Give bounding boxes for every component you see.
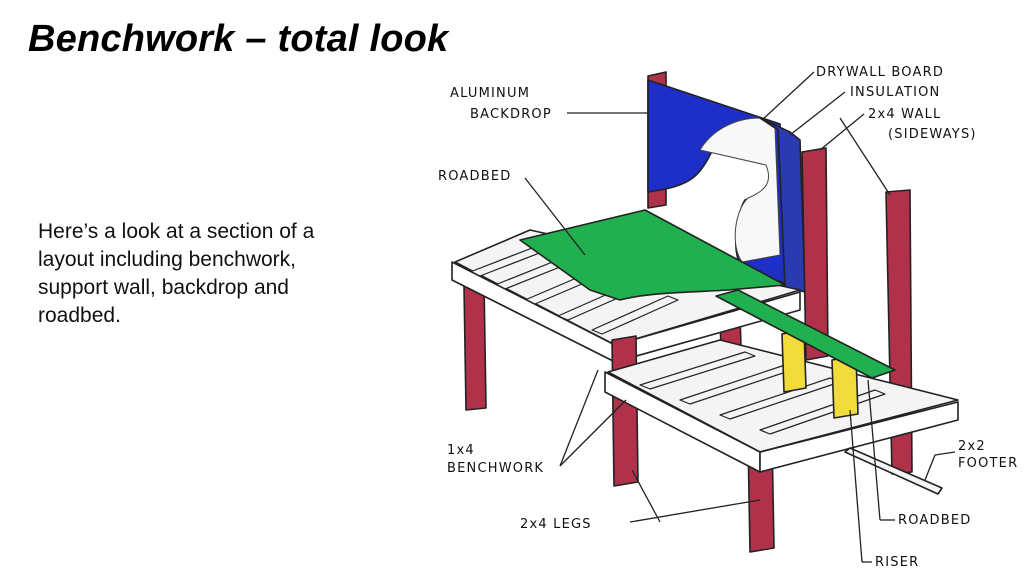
label-insulation: INSULATION: [850, 85, 940, 100]
footer-2x2: [844, 447, 943, 495]
label-benchwork-line2: BENCHWORK: [447, 461, 544, 476]
roadbed-upper: [519, 209, 786, 301]
leader-lines: [524, 71, 956, 563]
label-wall-line2: (SIDEWAYS): [888, 127, 977, 142]
slide-title: Benchwork – total look: [28, 18, 449, 60]
label-roadbed-bottom: ROADBED: [898, 513, 971, 528]
label-drywall: DRYWALL BOARD: [816, 65, 944, 80]
roadbed-lower: [715, 289, 896, 379]
leg-back-left: [463, 281, 487, 411]
label-benchwork-line1: 1x4: [447, 443, 475, 458]
slide-body-text: Here’s a look at a section of a layout i…: [38, 220, 315, 327]
lower-frame-side: [759, 401, 959, 473]
label-aluminum-line2: BACKDROP: [470, 107, 552, 122]
label-roadbed-top: ROADBED: [438, 169, 511, 184]
wall-post-center: [801, 147, 829, 361]
label-footer-line2: FOOTER: [958, 456, 1018, 471]
label-legs: 2x4 LEGS: [520, 517, 592, 532]
label-wall-line1: 2x4 WALL: [868, 107, 942, 122]
label-aluminum-line1: ALUMINUM: [450, 86, 530, 101]
label-riser: RISER: [875, 555, 919, 570]
label-footer-line1: 2x2: [958, 439, 986, 454]
drywall-board: [699, 117, 781, 263]
